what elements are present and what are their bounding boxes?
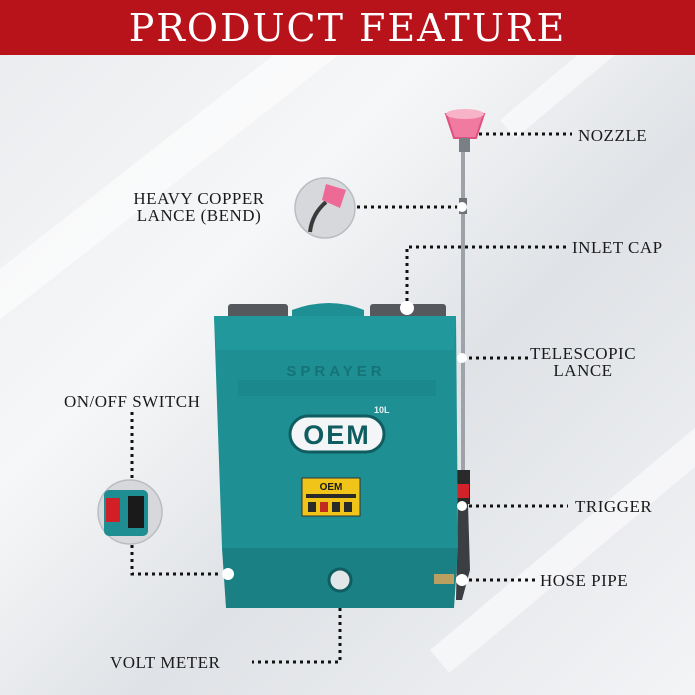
nozzle-connector <box>459 138 470 152</box>
lance-joint-point <box>457 202 467 212</box>
volt-meter <box>327 567 353 593</box>
lance-bend-inset <box>294 177 356 239</box>
capacity-label: 10L <box>374 405 390 415</box>
label-heavy-copper-lance-line1: HEAVY COPPER <box>133 189 265 208</box>
label-heavy-copper-lance: HEAVY COPPER LANCE (BEND) <box>128 190 270 224</box>
hose-outlet <box>434 574 454 584</box>
charging-port <box>128 496 144 528</box>
volt-meter-callout-line <box>252 580 342 664</box>
trigger-button <box>457 484 469 498</box>
label-volt-meter: VOLT METER <box>110 653 221 672</box>
lance-point <box>457 353 467 363</box>
page-title: PRODUCT FEATURE <box>128 5 567 50</box>
label-on-off-switch: ON/OFF SWITCH <box>64 392 201 411</box>
label-telescopic-lance: TELESCOPIC LANCE <box>528 345 638 379</box>
trigger-point <box>457 501 467 511</box>
brand-logo-text: OEM <box>303 420 371 450</box>
label-inlet-cap: INLET CAP <box>572 238 663 257</box>
nozzle-rim <box>446 109 484 119</box>
brand-badge <box>288 414 386 454</box>
label-telescopic-lance-line2: LANCE <box>553 361 613 380</box>
hose-point <box>456 574 468 586</box>
inlet-cap-callout-line <box>405 245 566 308</box>
label-telescopic-lance-line1: TELESCOPIC <box>529 344 637 363</box>
label-hose-pipe: HOSE PIPE <box>540 571 629 590</box>
header-banner: PRODUCT FEATURE <box>0 0 695 55</box>
label-trigger: TRIGGER <box>575 497 653 516</box>
switch-callout-line-lower <box>130 545 228 576</box>
switch-point <box>222 568 234 580</box>
on-off-switch <box>106 498 120 522</box>
callout-lines <box>130 132 572 664</box>
sticker-brand-text: OEM <box>320 482 343 493</box>
label-heavy-copper-lance-line2: LANCE (BEND) <box>136 206 262 225</box>
tank-embossed-text: SPRAYER <box>286 363 385 380</box>
label-nozzle: NOZZLE <box>578 126 648 145</box>
inlet-cap-point <box>400 301 414 315</box>
lance-bend-nozzle <box>322 184 346 208</box>
